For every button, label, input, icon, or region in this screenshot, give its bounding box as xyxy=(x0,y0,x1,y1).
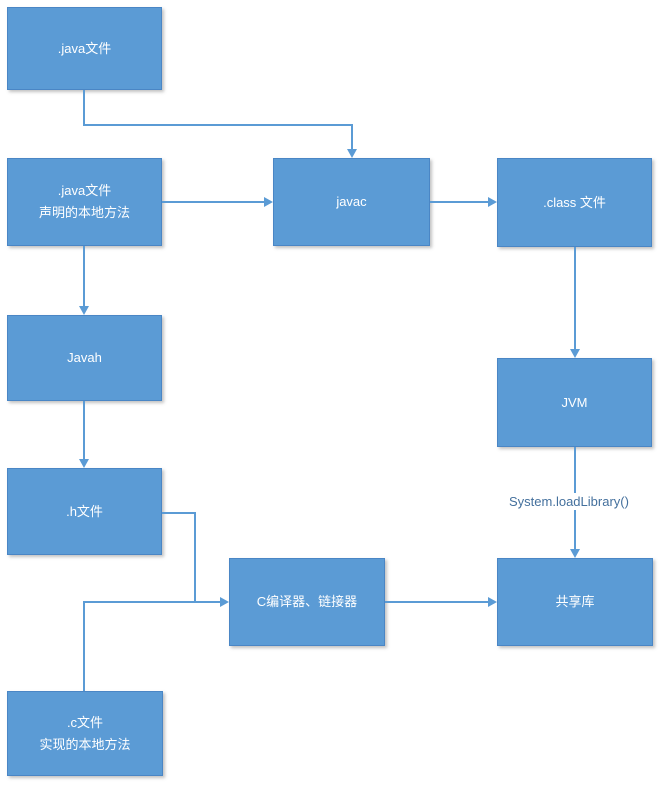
node-javac-label: javac xyxy=(336,194,367,209)
node-c-file-native-impl-line1: .c文件 xyxy=(66,714,104,730)
node-javac: javac xyxy=(273,158,430,246)
connector-cfile-ccompiler-seg2 xyxy=(83,601,220,603)
node-h-file: .h文件 xyxy=(7,468,162,555)
connector-javafile-javac-seg1 xyxy=(83,90,85,125)
connector-ccompiler-sharedlib xyxy=(385,601,488,603)
connector-nativedecl-javah xyxy=(83,246,85,306)
connector-javafile-javac-seg2 xyxy=(83,124,352,126)
arrowhead-nativedecl-javac xyxy=(264,197,273,207)
arrowhead-cfile-ccompiler xyxy=(220,597,229,607)
connector-javac-classfile xyxy=(430,201,488,203)
arrowhead-jvm-sharedlib xyxy=(570,549,580,558)
node-c-file-native-impl-line2: 实现的本地方法 xyxy=(39,736,131,752)
node-c-file-native-impl: .c文件 实现的本地方法 xyxy=(7,691,163,776)
arrowhead-javac-classfile xyxy=(488,197,497,207)
node-class-file: .class 文件 xyxy=(497,158,652,247)
node-class-file-label: .class 文件 xyxy=(543,194,606,210)
connector-javah-hfile xyxy=(83,401,85,459)
node-java-file-native-decl: .java文件 声明的本地方法 xyxy=(7,158,162,246)
node-jvm-label: JVM xyxy=(561,394,588,410)
connector-hfile-ccompiler-seg2 xyxy=(194,512,196,603)
arrowhead-javah-hfile xyxy=(79,459,89,468)
node-jvm: JVM xyxy=(497,358,652,447)
node-h-file-label: .h文件 xyxy=(66,503,103,519)
node-java-file-native-decl-line1: .java文件 xyxy=(57,183,112,198)
node-c-compiler-linker-label: C编译器、链接器 xyxy=(256,594,358,609)
connector-javafile-javac-seg3 xyxy=(351,124,353,150)
connector-cfile-ccompiler-seg1 xyxy=(83,602,85,691)
node-shared-library-label: 共享库 xyxy=(555,594,595,609)
node-c-compiler-linker: C编译器、链接器 xyxy=(229,558,385,646)
arrowhead-javafile-javac xyxy=(347,149,357,158)
connector-hfile-ccompiler-seg1 xyxy=(162,512,196,514)
node-java-file: .java文件 xyxy=(7,7,162,90)
arrowhead-nativedecl-javah xyxy=(79,306,89,315)
connector-nativedecl-javac xyxy=(162,201,264,203)
node-java-file-label: .java文件 xyxy=(57,40,112,56)
node-shared-library: 共享库 xyxy=(497,558,653,646)
arrowhead-classfile-jvm xyxy=(570,349,580,358)
edge-label-system-loadlibrary: System.loadLibrary() xyxy=(505,493,633,510)
arrowhead-ccompiler-sharedlib xyxy=(488,597,497,607)
node-javah-label: Javah xyxy=(67,350,102,365)
node-java-file-native-decl-line2: 声明的本地方法 xyxy=(38,205,130,220)
connector-classfile-jvm xyxy=(574,247,576,349)
node-javah: Javah xyxy=(7,315,162,401)
